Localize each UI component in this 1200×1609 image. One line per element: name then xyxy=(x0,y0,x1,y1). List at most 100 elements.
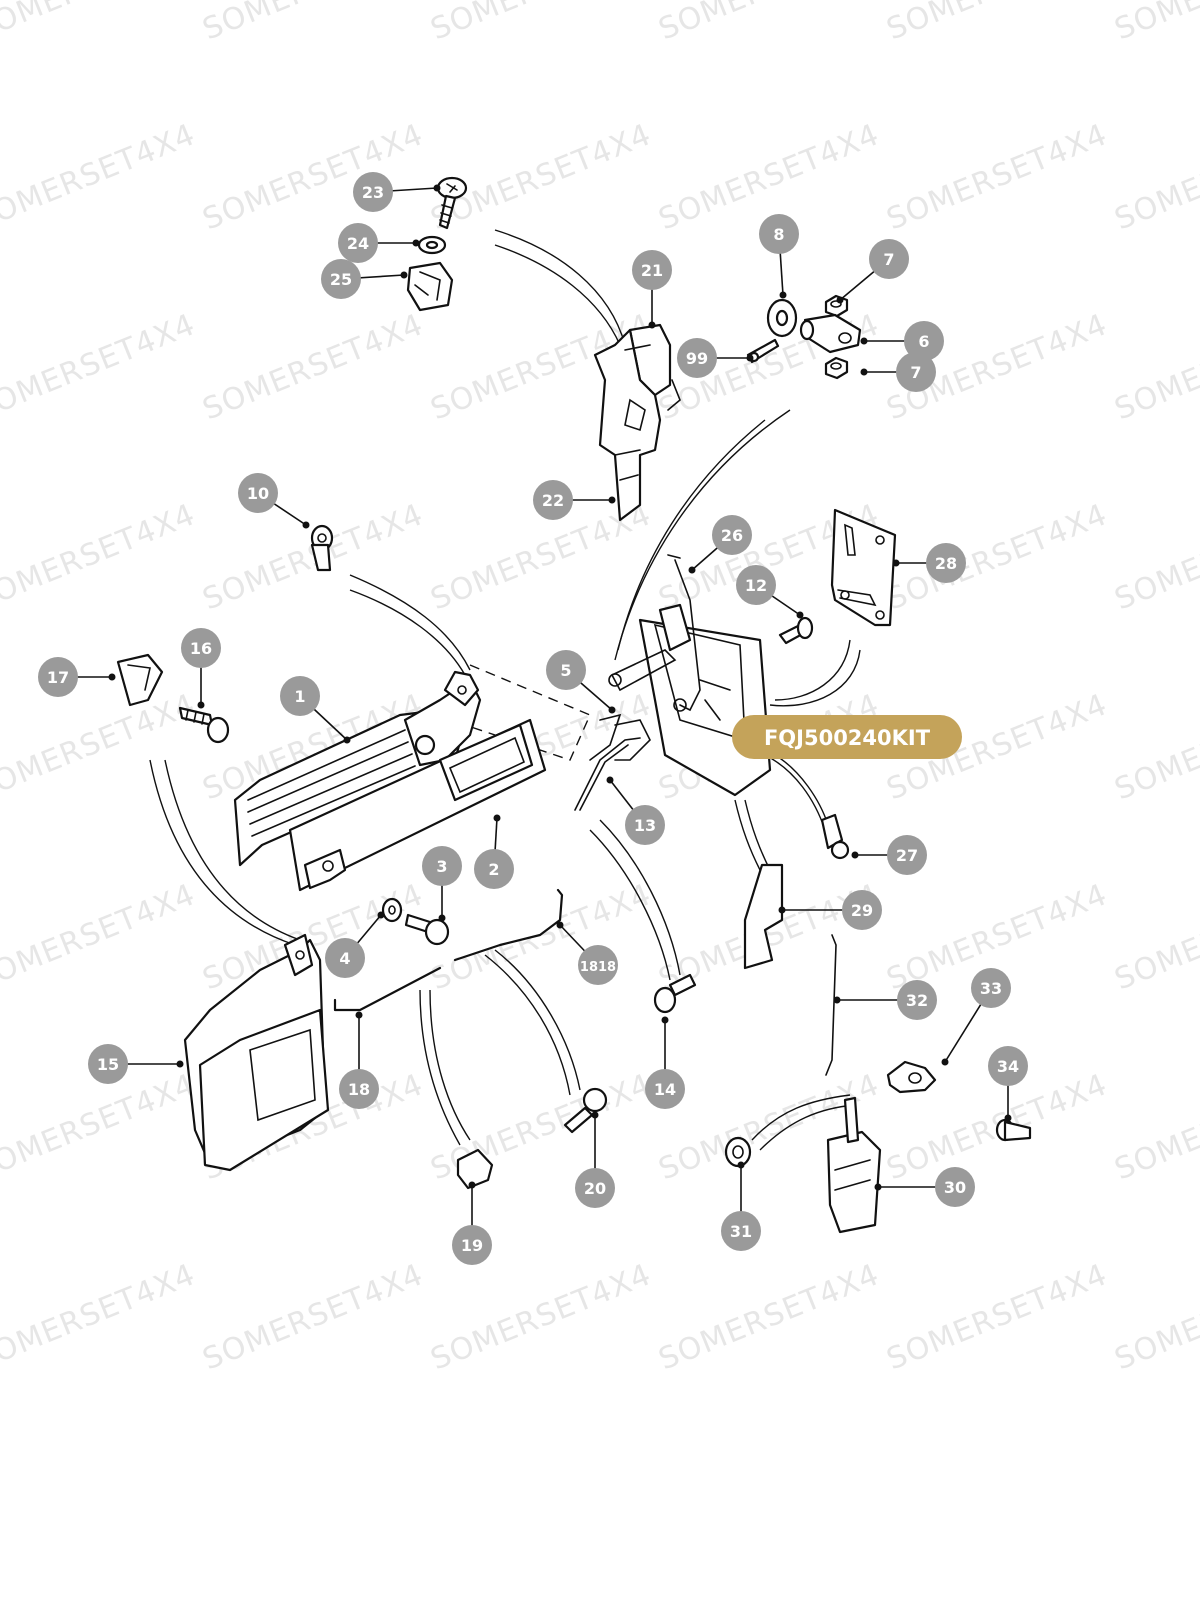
callout-17[interactable]: 17 xyxy=(38,657,78,697)
callout-25[interactable]: 25 xyxy=(321,259,361,299)
callout-3[interactable]: 3 xyxy=(422,846,462,886)
callout-number: 1 xyxy=(294,687,305,706)
callout-19[interactable]: 19 xyxy=(452,1225,492,1265)
callout-badge xyxy=(887,835,927,875)
leader-dot xyxy=(197,701,205,709)
leader-dot xyxy=(892,559,900,567)
watermark-text: SOMERSET4X4 xyxy=(198,0,428,47)
callout-16[interactable]: 16 xyxy=(181,628,221,668)
callout-5[interactable]: 5 xyxy=(546,650,586,690)
leader-dot xyxy=(400,271,408,279)
kit-label-text: FQJ500240KIT xyxy=(764,726,931,750)
callout-7[interactable]: 7 xyxy=(869,239,909,279)
callout-number: 17 xyxy=(47,668,69,687)
callout-4[interactable]: 4 xyxy=(325,938,365,978)
callout-10[interactable]: 10 xyxy=(238,473,278,513)
leader-dot xyxy=(648,321,656,329)
callout-28[interactable]: 28 xyxy=(926,543,966,583)
callout-30[interactable]: 30 xyxy=(935,1167,975,1207)
leader-dot xyxy=(941,1058,949,1066)
callout-14[interactable]: 14 xyxy=(645,1069,685,1109)
part-7-nut-bottom xyxy=(824,356,849,380)
part-25-clip-nut xyxy=(406,261,454,312)
callout-7[interactable]: 7 xyxy=(896,352,936,392)
part-4-washer xyxy=(381,897,403,923)
callout-badge xyxy=(38,657,78,697)
part-21-22-lock-assembly xyxy=(593,323,681,522)
leader-dot xyxy=(355,1011,363,1019)
callout-number: 16 xyxy=(190,639,212,658)
watermark-text: SOMERSET4X4 xyxy=(882,0,1112,47)
watermark-text: SOMERSET4X4 xyxy=(426,117,656,237)
callout-number: 27 xyxy=(896,846,918,865)
callout-badge xyxy=(238,473,278,513)
callout-number: 12 xyxy=(745,576,767,595)
part-7-nut-top xyxy=(824,294,849,318)
callout-27[interactable]: 27 xyxy=(887,835,927,875)
watermark-text: SOMERSET4X4 xyxy=(1110,1067,1200,1187)
leader-dot xyxy=(874,1183,882,1191)
watermark-text: SOMERSET4X4 xyxy=(0,877,200,997)
leader-dot xyxy=(1004,1114,1012,1122)
callout-12[interactable]: 12 xyxy=(736,565,776,605)
callout-number: 2 xyxy=(488,860,499,879)
callout-24[interactable]: 24 xyxy=(338,223,378,263)
watermark-text: SOMERSET4X4 xyxy=(0,117,200,237)
leader-dot xyxy=(688,566,696,574)
part-6-barrel xyxy=(799,313,862,354)
callout-6[interactable]: 6 xyxy=(904,321,944,361)
watermark-text: SOMERSET4X4 xyxy=(198,117,428,237)
callout-33[interactable]: 33 xyxy=(971,968,1011,1008)
leader-dot xyxy=(591,1111,599,1119)
callout-1[interactable]: 1 xyxy=(280,676,320,716)
callout-number: 25 xyxy=(330,270,352,289)
callout-badge xyxy=(533,480,573,520)
callout-32[interactable]: 32 xyxy=(897,980,937,1020)
callout-15[interactable]: 15 xyxy=(88,1044,128,1084)
leader-dot xyxy=(433,184,441,192)
callout-20[interactable]: 20 xyxy=(575,1168,615,1208)
callout-34[interactable]: 34 xyxy=(988,1046,1028,1086)
callout-8[interactable]: 8 xyxy=(759,214,799,254)
callout-number: 14 xyxy=(654,1080,676,1099)
callout-badge xyxy=(452,1225,492,1265)
watermark-text: SOMERSET4X4 xyxy=(0,1257,200,1377)
watermark-text: SOMERSET4X4 xyxy=(198,307,428,427)
callout-number: 15 xyxy=(97,1055,119,1074)
callout-99[interactable]: 99 xyxy=(677,338,717,378)
callout-29[interactable]: 29 xyxy=(842,890,882,930)
part-32-rod xyxy=(825,934,837,1076)
callout-number: 30 xyxy=(944,1178,966,1197)
leader-dot xyxy=(796,611,804,619)
watermark-text: SOMERSET4X4 xyxy=(0,0,200,47)
callout-31[interactable]: 31 xyxy=(721,1211,761,1251)
callout-23[interactable]: 23 xyxy=(353,172,393,212)
callout-badge xyxy=(632,250,672,290)
callout-badge xyxy=(474,849,514,889)
callout-number: 7 xyxy=(883,250,894,269)
callout-13[interactable]: 13 xyxy=(625,805,665,845)
part-2-escutcheon xyxy=(288,718,547,892)
callout-badge xyxy=(422,846,462,886)
callout-21[interactable]: 21 xyxy=(632,250,672,290)
leader-dot xyxy=(661,1016,669,1024)
callout-1818[interactable]: 1818 xyxy=(578,945,618,985)
callout-number: 22 xyxy=(542,491,564,510)
kit-label[interactable]: FQJ500240KIT xyxy=(732,715,962,759)
callout-number: 6 xyxy=(918,332,929,351)
leader-dot xyxy=(438,914,446,922)
callout-badge xyxy=(842,890,882,930)
part-18-rods xyxy=(333,888,564,1012)
leader-dot xyxy=(412,239,420,247)
callout-badge xyxy=(546,650,586,690)
callout-number: 13 xyxy=(634,816,656,835)
callout-22[interactable]: 22 xyxy=(533,480,573,520)
callout-26[interactable]: 26 xyxy=(712,515,752,555)
callout-number: 8 xyxy=(773,225,784,244)
callout-badge xyxy=(935,1167,975,1207)
part-34-bolt xyxy=(995,1118,1032,1142)
callout-2[interactable]: 2 xyxy=(474,849,514,889)
part-20-clip xyxy=(563,1087,608,1134)
callout-badge xyxy=(88,1044,128,1084)
callout-18[interactable]: 18 xyxy=(339,1069,379,1109)
